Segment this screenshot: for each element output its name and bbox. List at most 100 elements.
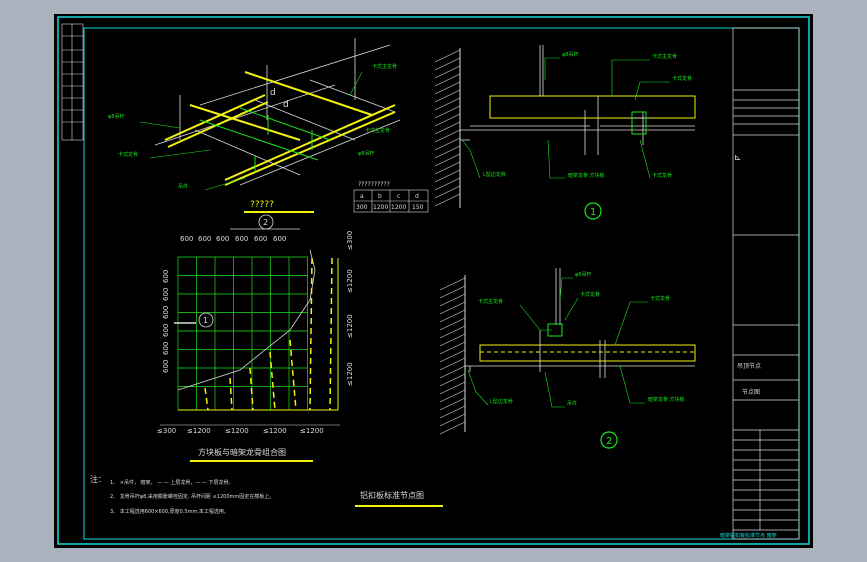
- iso-callout: φ8吊杆: [108, 113, 124, 120]
- spacing-table: ?????????? a b c d 300 1200 1200 150: [353, 181, 429, 213]
- table-col-header: d: [415, 193, 419, 200]
- dim-text: ≤1200: [263, 427, 287, 435]
- dim-text: ≤1200: [225, 427, 249, 435]
- wall-hatch-line: [434, 145, 461, 159]
- detail2-callout: 卡式龙骨: [650, 295, 670, 302]
- wall-hatch-line: [439, 421, 466, 435]
- table-cell: 150: [412, 204, 424, 211]
- section-marker-number: 1: [203, 316, 208, 325]
- detail1-callout: 卡式龙骨: [652, 172, 672, 179]
- dim-text: ≤1200: [346, 362, 354, 386]
- table-header: ??????????: [358, 181, 390, 188]
- dim-text: ≤1200: [346, 314, 354, 338]
- wall-hatch-line: [439, 293, 466, 307]
- top-dimensions: 600 600 600 600 600 600: [180, 235, 286, 243]
- revision-strip: [61, 23, 84, 141]
- detail2-callout: 卡式主龙骨: [478, 298, 503, 305]
- detail1-callout: 卡式主龙骨: [652, 53, 677, 60]
- wall-hatch-line: [434, 81, 461, 95]
- wall-hatch-line: [439, 381, 466, 395]
- wall-hatch-line: [439, 309, 466, 323]
- detail-1: φ8吊杆 卡式主龙骨 卡式龙骨 L型边龙骨 暗架龙骨 方块板 卡式龙骨 1: [434, 45, 696, 220]
- title-block: ⊾ 吊顶节点 节点图 暗架铝扣板标准节点 暗架: [720, 27, 800, 540]
- dim-text: ≤1200: [346, 269, 354, 293]
- table-cell: 300: [356, 204, 368, 211]
- iso-callout: 卡式主龙骨: [372, 63, 397, 70]
- dim-text: 600: [162, 324, 170, 337]
- wall-hatch-line: [434, 57, 461, 71]
- wall-hatch-line: [439, 333, 466, 347]
- dim-text: 600: [162, 360, 170, 373]
- section-marker-number: 2: [263, 218, 268, 227]
- detail-2: φ8吊杆 卡式主龙骨 卡式龙骨 卡式龙骨 L型边龙骨 吊件 暗架龙骨 方块板 2…: [355, 268, 696, 507]
- wall-hatch-line: [439, 317, 466, 331]
- cut-line: [177, 249, 316, 391]
- dim-text: 600: [216, 235, 229, 243]
- detail-number-marker: [600, 431, 618, 449]
- dim-text: 600: [254, 235, 267, 243]
- plan-view-title: 方块板与暗架龙骨组合图: [198, 447, 286, 457]
- wall-hatch-line: [439, 349, 466, 363]
- drawing-sheet: [54, 14, 813, 548]
- wall-hatch-line: [434, 121, 461, 135]
- table-col-header: a: [360, 193, 364, 200]
- iso-callout: 卡式主龙骨: [365, 127, 390, 134]
- wall-hatch-line: [439, 365, 466, 379]
- wall-hatch-line: [434, 193, 461, 207]
- dim-text: ≤1200: [187, 427, 211, 435]
- wall-hatch-line: [439, 373, 466, 387]
- drawing-name: 吊顶节点: [737, 362, 761, 370]
- dim-text: ≤300: [157, 427, 176, 435]
- iso-view-title: ?????: [250, 200, 274, 210]
- wall-hatch-line: [434, 185, 461, 199]
- wall-hatch-line: [439, 325, 466, 339]
- detail2-callout: φ8吊杆: [575, 271, 591, 278]
- detail2-callout: 吊件: [567, 400, 577, 407]
- dim-text: 600: [162, 288, 170, 301]
- note-line: 3、 本工程选用600×600,厚度0.5mm,本工程选用。: [110, 508, 229, 515]
- wall-hatch-line: [434, 73, 461, 87]
- wall-hatch-line: [439, 357, 466, 371]
- title-block-footer: 暗架铝扣板标准节点 暗架: [720, 532, 777, 539]
- bottom-dimensions: ≤300 ≤1200 ≤1200 ≤1200 ≤1200: [157, 427, 324, 435]
- dim-text: ≤1200: [300, 427, 324, 435]
- wall-hatch-line: [439, 301, 466, 315]
- iso-callout: 吊件: [178, 183, 188, 190]
- outer-frame: [57, 16, 810, 545]
- wall-hatch-line: [434, 177, 461, 191]
- iso-callout: 卡式龙骨: [118, 151, 138, 158]
- wall-hatch-line: [434, 97, 461, 111]
- dim-text: 600: [273, 235, 286, 243]
- dim-text: 600: [180, 235, 193, 243]
- detail1-callout: 卡式龙骨: [672, 75, 692, 82]
- wall-hatch-line: [439, 389, 466, 403]
- detail1-callout: 暗架龙骨 方块板: [568, 172, 605, 179]
- iso-dim-label: d: [270, 88, 276, 98]
- plan-view: 2 600 600 600 600 600 600 600 600 600 60…: [157, 214, 354, 462]
- iso-grid-view: d d 卡式主龙骨 φ8吊杆 卡式龙骨 吊件 卡式主龙骨 φ8吊杆 ?????: [108, 38, 401, 213]
- wall-hatch-line: [434, 105, 461, 119]
- wall-hatch-line: [434, 89, 461, 103]
- wall-hatch-line: [434, 169, 461, 183]
- notes-label: 注：: [90, 474, 106, 484]
- detail1-callout: L型边龙骨: [483, 171, 506, 178]
- wall-hatch-line: [434, 129, 461, 143]
- dim-text: 600: [162, 342, 170, 355]
- dim-text: 600: [198, 235, 211, 243]
- dim-text: 600: [162, 306, 170, 319]
- dim-text: 600: [235, 235, 248, 243]
- notes: 注： 1、 ×吊件， 暗架， — — 上层龙骨，— — 下层龙骨。 2、 龙骨吊…: [90, 474, 274, 515]
- detail1-callout: φ8吊杆: [562, 51, 578, 58]
- table-cell: 1200: [373, 204, 388, 211]
- dim-text: 600: [162, 270, 170, 283]
- iso-dim-label: d: [283, 100, 289, 110]
- right-dimensions: ≤300 ≤1200 ≤1200 ≤1200: [346, 231, 354, 386]
- wall-hatch-line: [439, 413, 466, 427]
- wall-hatch-line: [434, 113, 461, 127]
- note-line: 2、 龙骨吊杆φ8,采用膨胀螺栓固定, 吊杆间距 ≤1200mm固定在楼板上。: [110, 493, 274, 500]
- title-block-mark: ⊾: [734, 153, 742, 163]
- table-cell: 1200: [391, 204, 406, 211]
- detail-number: 2: [606, 436, 612, 447]
- wall-hatch-line: [434, 49, 461, 63]
